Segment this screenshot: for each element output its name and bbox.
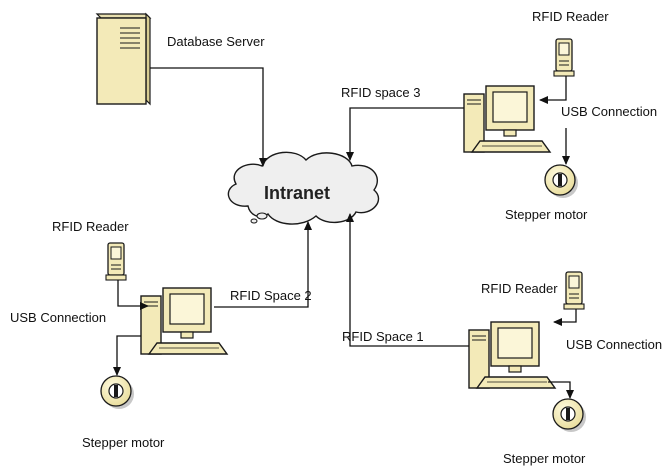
connection-lines (113, 67, 577, 399)
rfid-reader-icon-space1 (563, 271, 585, 310)
space3-reader-label: RFID Reader (532, 9, 609, 24)
link-space3-reader (539, 76, 567, 104)
link-server-intranet (150, 67, 267, 167)
space3-motor-label: Stepper motor (505, 207, 588, 222)
rfid-reader-icon-space2 (105, 242, 127, 281)
space1-usb-label: USB Connection (566, 337, 663, 352)
server-icon (95, 12, 152, 106)
link-space1-reader (553, 309, 577, 326)
link-space2-reader (117, 280, 149, 310)
computer-icon-space3 (463, 85, 551, 153)
database-server-label: Database Server (167, 34, 265, 49)
space3-label: RFID space 3 (341, 85, 421, 100)
space1-reader-label: RFID Reader (481, 281, 558, 296)
link-space3-intranet (346, 107, 464, 161)
computer-icon-space2 (140, 287, 228, 355)
space1-label: RFID Space 1 (342, 329, 424, 344)
link-space2-intranet (214, 221, 312, 308)
stepper-motor-icon-space2 (100, 375, 135, 410)
computer-icon-space1 (468, 321, 556, 389)
link-space2-motor (113, 335, 141, 376)
stepper-motor-icon-space1 (552, 398, 587, 433)
space2-usb-label: USB Connection (10, 310, 107, 325)
cloud-icon (227, 151, 380, 225)
space2-label: RFID Space 2 (230, 288, 312, 303)
link-space1-motor (548, 381, 574, 399)
stepper-motor-icon-space3 (544, 164, 579, 199)
intranet-label: Intranet (264, 183, 331, 203)
link-space1-intranet (346, 213, 469, 347)
space2-reader-label: RFID Reader (52, 219, 129, 234)
rfid-reader-icon-space3 (553, 38, 575, 77)
space3-usb-label: USB Connection (561, 104, 658, 119)
space1-motor-label: Stepper motor (503, 451, 586, 466)
space2-motor-label: Stepper motor (82, 435, 165, 450)
